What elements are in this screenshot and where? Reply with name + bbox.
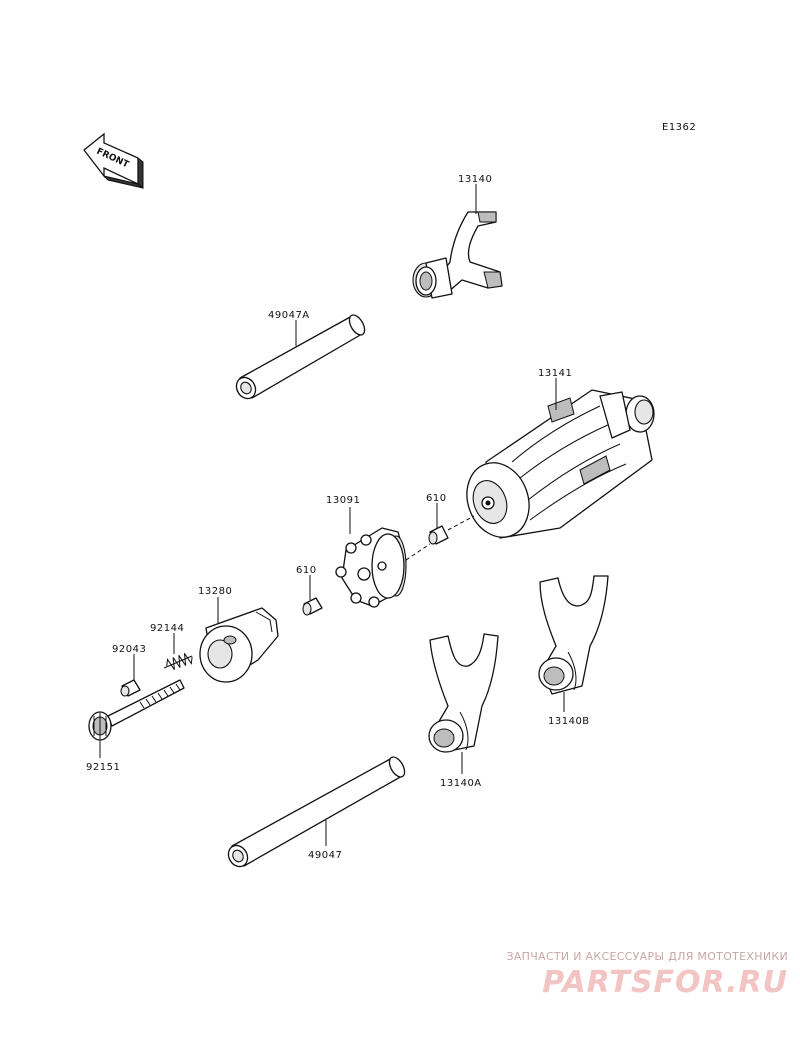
label-49047: 49047 [308, 850, 342, 861]
label-13141: 13141 [538, 368, 572, 379]
shift-rod-49047 [227, 756, 406, 868]
label-13091: 13091 [326, 495, 360, 506]
pin-610-lower [302, 597, 323, 616]
watermark: ЗАПЧАСТИ И АКСЕССУАРЫ ДЛЯ МОТОТЕХНИКИ PA… [506, 950, 788, 1000]
stopper-lever-13280 [199, 607, 279, 683]
shift-rod-49047A [235, 314, 366, 400]
pin-610-upper [428, 525, 449, 545]
watermark-logo: PARTSFOR.RU [542, 965, 788, 1000]
drum-pin-plate-13091 [335, 527, 407, 608]
label-13140A: 13140A [440, 778, 482, 789]
label-610-upper: 610 [426, 493, 447, 504]
label-610-lower: 610 [296, 565, 317, 576]
diagram-code: E1362 [662, 122, 696, 133]
label-92144: 92144 [150, 623, 184, 634]
shift-fork-13140A [428, 633, 499, 753]
label-13140: 13140 [458, 174, 492, 185]
pin-92043 [120, 679, 141, 697]
label-92151: 92151 [86, 762, 120, 773]
front-arrow-icon: FRONT [83, 132, 144, 190]
bolt-92151 [88, 679, 185, 741]
spring-92144 [163, 653, 193, 670]
label-13280: 13280 [198, 586, 232, 597]
label-92043: 92043 [112, 644, 146, 655]
label-49047A: 49047A [268, 310, 310, 321]
watermark-tagline: ЗАПЧАСТИ И АКСЕССУАРЫ ДЛЯ МОТОТЕХНИКИ [506, 950, 788, 963]
shift-fork-13140B [538, 575, 609, 695]
label-13140B: 13140B [548, 716, 590, 727]
shift-fork-13140 [412, 211, 503, 299]
shift-drum-13141 [466, 389, 655, 539]
